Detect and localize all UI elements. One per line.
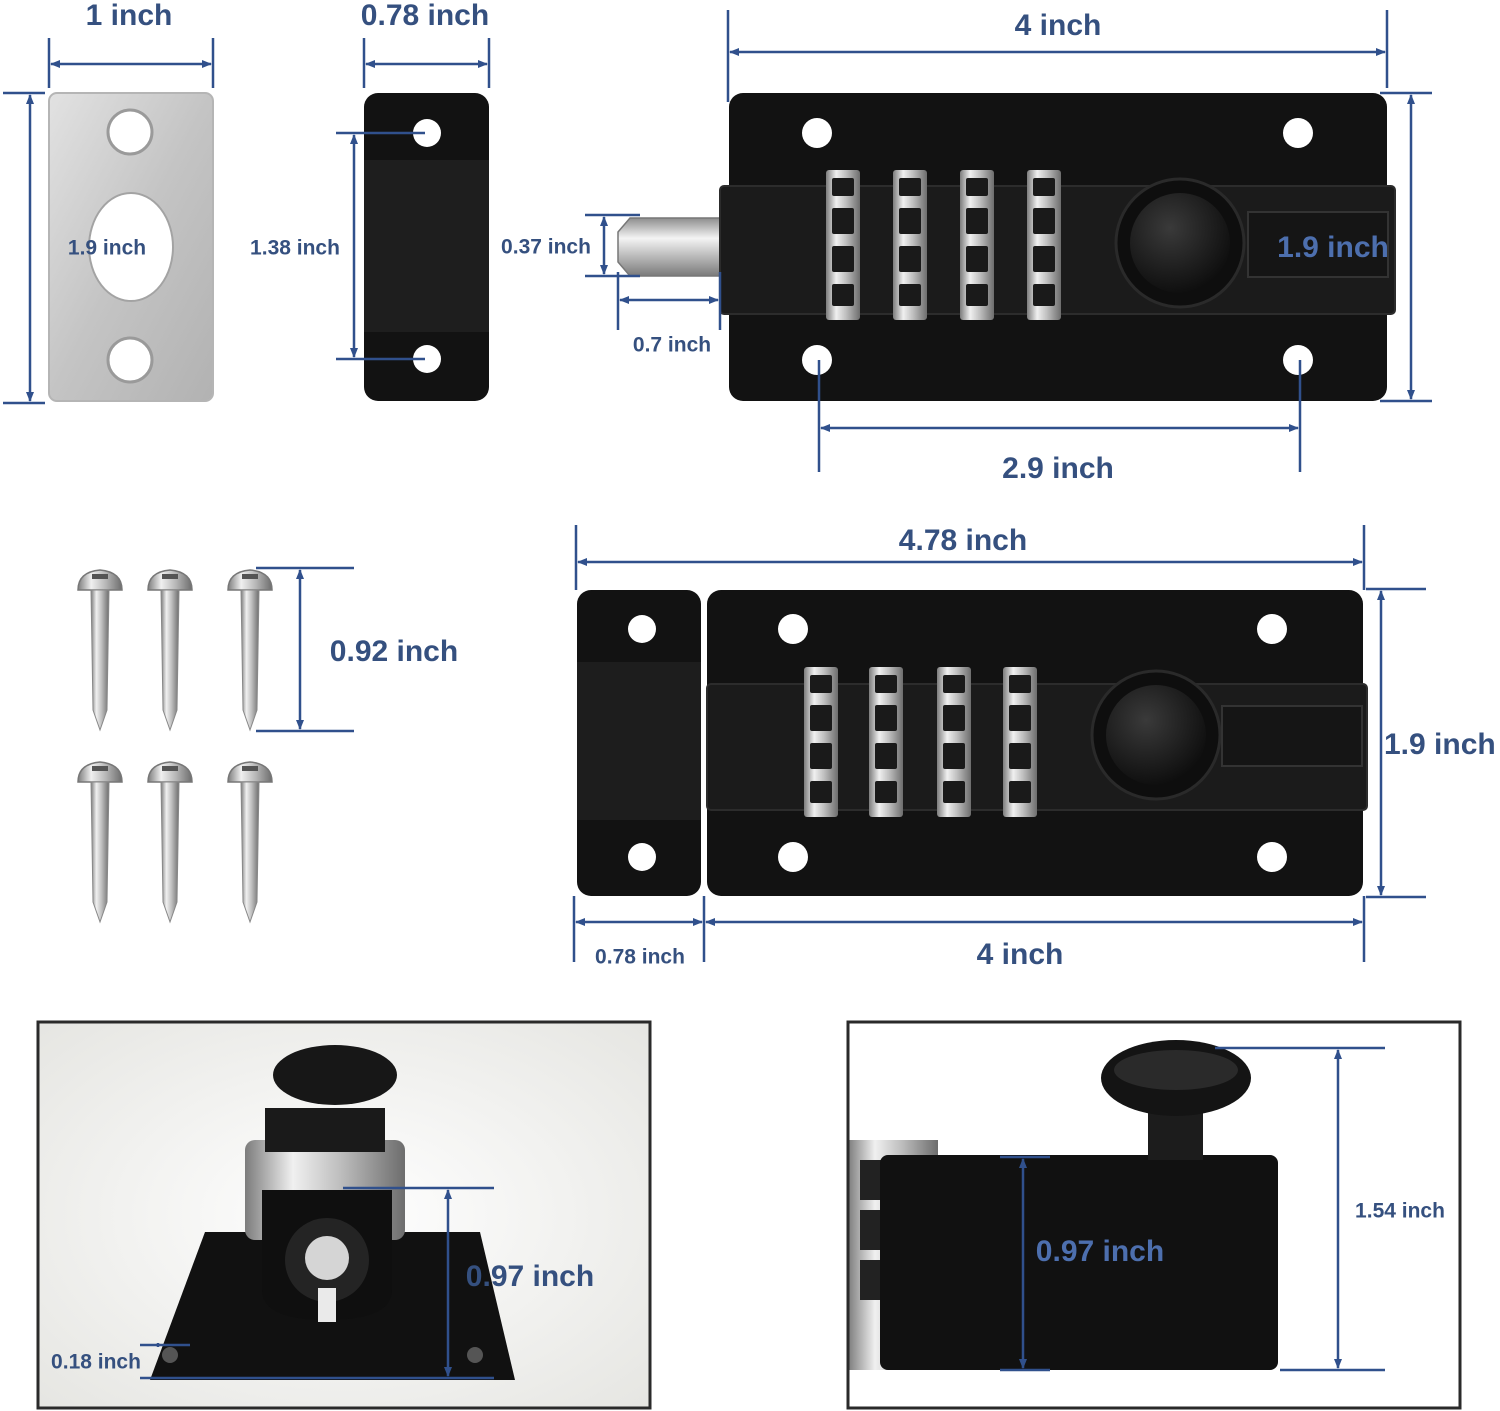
plate-height-label: 1.9 inch [67,236,147,260]
knob-height-label: 1.54 inch [1355,1199,1445,1223]
assembly-keeper-label: 0.78 inch [595,945,685,969]
bolt-diameter-label: 0.37 inch [501,235,591,259]
side-view-height-label: 0.97 inch [1035,1235,1165,1268]
keeper-width-label: 0.78 inch [360,0,490,32]
keeper-block-icon [364,93,489,401]
assembly-height-label: 1.9 inch [1384,728,1496,761]
combination-bolt-lock-icon [617,93,1396,401]
screw-length-label: 0.92 inch [329,635,459,668]
bolt-length-label: 0.7 inch [632,333,712,357]
end-view-photo [36,1020,652,1410]
assembly-body-label: 4 inch [976,938,1064,971]
lock-width-label: 4 inch [1014,9,1102,42]
plate-width-label: 1 inch [85,0,173,32]
lock-height-label: 1.9 inch [1277,231,1389,264]
keeper-holes-label: 1.38 inch [250,236,340,260]
screw-set [77,569,273,923]
assembled-lock-icon [577,590,1368,896]
hole-spacing-label: 2.9 inch [1002,452,1114,485]
side-view-photo [846,1020,1462,1410]
dimension-lines [3,10,1432,1380]
base-thickness-label: 0.18 inch [51,1350,141,1374]
strike-plate-icon [48,92,214,402]
assembly-width-label: 4.78 inch [898,524,1028,557]
end-view-height-label: 0.97 inch [465,1260,595,1293]
